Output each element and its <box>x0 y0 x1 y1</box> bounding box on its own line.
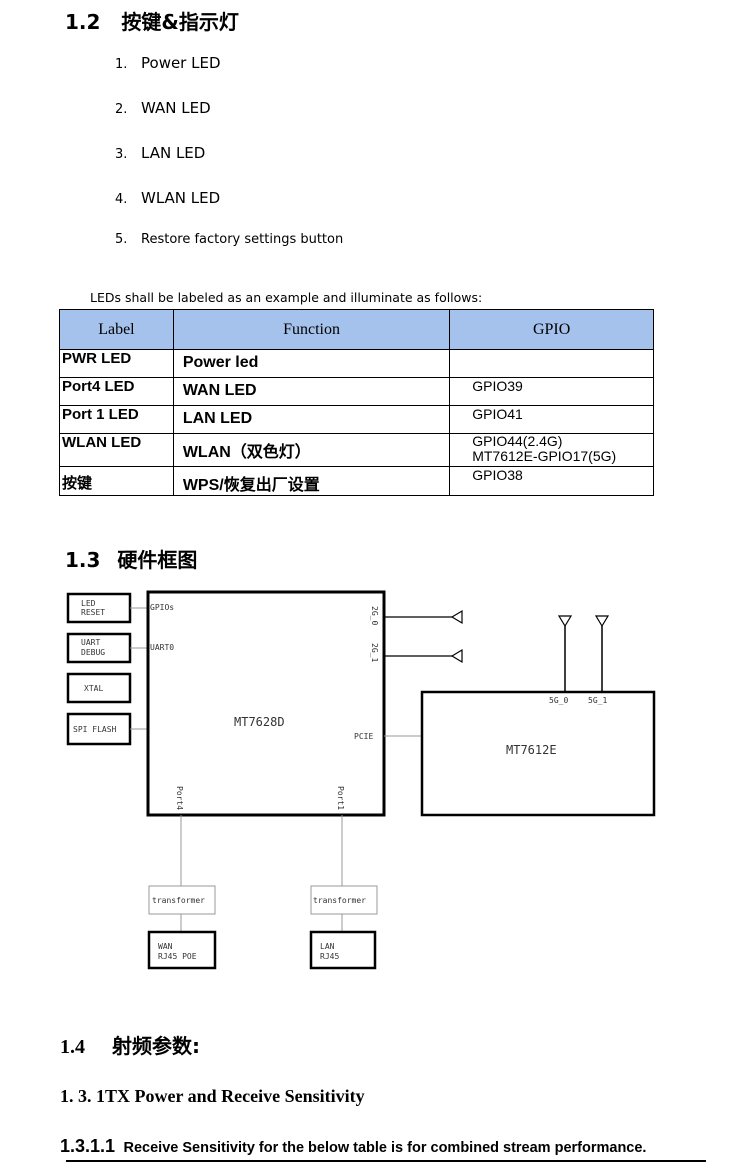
mt7628d-chip <box>146 590 386 817</box>
cell-label: 按键 <box>59 466 174 496</box>
lan-rj45-box <box>309 930 377 970</box>
antenna-2g1-icon <box>450 648 463 664</box>
cell-function: WLAN（双色灯） <box>172 433 451 467</box>
xtal-label: XTAL <box>84 684 103 693</box>
spi-flash-label: SPI FLASH <box>73 725 117 734</box>
cell-label: Port4 LED <box>59 377 174 406</box>
cell-function: WPS/恢复出厂设置 <box>172 466 451 496</box>
port4-label: Port4 <box>175 786 184 810</box>
table-row: 按键 WPS/恢复出厂设置 GPIO38 <box>59 466 654 496</box>
transformer-box <box>310 885 378 915</box>
rj45-label: RJ45 <box>320 952 339 961</box>
section-title: Receive Sensitivity for the below table … <box>123 1140 647 1156</box>
cell-gpio: GPIO44(2.4G) MT7612E-GPIO17(5G) <box>449 433 654 467</box>
section-1-3-1-1-heading: 1.3.1.1 Receive Sensitivity for the belo… <box>60 1136 646 1157</box>
cell-function: LAN LED <box>172 405 451 434</box>
cell-gpio: GPIO41 <box>449 405 654 434</box>
cell-label: WLAN LED <box>59 433 174 467</box>
cell-function: Power led <box>172 349 451 378</box>
section-title: 按键&指示灯 <box>121 10 239 34</box>
list-item: 2.WAN LED <box>115 99 211 117</box>
wan-rj45-box <box>147 930 217 970</box>
section-title: 射频参数: <box>112 1034 200 1058</box>
table-intro: LEDs shall be labeled as an example and … <box>90 290 483 305</box>
hardware-block-diagram: LED RESET UART DEBUG XTAL SPI FLASH GPIO… <box>66 590 656 970</box>
section-1-3-heading: 1.3 硬件框图 <box>65 544 197 573</box>
column-header: Function <box>172 309 451 350</box>
table-row: PWR LED Power led <box>59 349 654 378</box>
section-1-3-1-heading: 1. 3. 1TX Power and Receive Sensitivity <box>60 1086 365 1106</box>
debug-label: DEBUG <box>81 648 105 657</box>
reset-label: RESET <box>81 608 105 617</box>
mt7612e-chip <box>420 690 656 817</box>
antenna-5g0-icon <box>557 615 573 628</box>
list-item: 3.LAN LED <box>115 144 206 162</box>
led-label: LED <box>81 599 96 608</box>
section-1-2-heading: 1.2 按键&指示灯 <box>65 6 239 35</box>
rj45-poe-label: RJ45 POE <box>158 952 197 961</box>
antenna-2g0-icon <box>450 609 463 625</box>
wan-label: WAN <box>158 942 173 951</box>
cell-function: WAN LED <box>172 377 451 406</box>
gpios-label: GPIOs <box>150 603 174 612</box>
cell-label: Port 1 LED <box>59 405 174 434</box>
table-top-border <box>66 1160 706 1162</box>
section-number: 1.2 <box>65 10 101 34</box>
list-item: 4.WLAN LED <box>115 189 221 207</box>
list-item: 1.Power LED <box>115 54 221 72</box>
xtal-box <box>66 672 132 704</box>
section-1-4-heading: 1.4 射频参数: <box>60 1030 200 1059</box>
antenna-5g1-icon <box>594 615 610 628</box>
column-header: GPIO <box>449 309 654 350</box>
cell-gpio: GPIO38 <box>449 466 654 496</box>
section-number: 1.3.1.1 <box>60 1136 116 1156</box>
table-row: Port4 LED WAN LED GPIO39 <box>59 377 654 406</box>
table-header-row: Label Function GPIO <box>59 309 654 350</box>
mt7628d-label: MT7628D <box>234 715 285 729</box>
led-table: Label Function GPIO PWR LED Power led Po… <box>59 309 654 496</box>
5g0-label: 5G_0 <box>549 696 568 705</box>
uart-label: UART <box>81 638 100 647</box>
column-header: Label <box>59 309 174 350</box>
cell-gpio <box>449 349 654 378</box>
5g1-label: 5G_1 <box>588 696 607 705</box>
transformer-label: transformer <box>152 896 205 905</box>
cell-label: PWR LED <box>59 349 174 378</box>
uart0-label: UART0 <box>150 643 174 652</box>
cell-gpio: GPIO39 <box>449 377 654 406</box>
section-number: 1.3 <box>65 548 101 572</box>
transformer-box <box>148 885 216 915</box>
2g0-label: 2G_0 <box>370 606 379 625</box>
2g1-label: 2G_1 <box>370 643 379 662</box>
table-row: Port 1 LED LAN LED GPIO41 <box>59 405 654 434</box>
list-item: 5.Restore factory settings button <box>115 232 344 247</box>
lan-label: LAN <box>320 942 335 951</box>
section-number: 1.4 <box>60 1036 85 1058</box>
port1-label: Port1 <box>336 786 345 810</box>
pcie-label: PCIE <box>354 732 373 741</box>
mt7612e-label: MT7612E <box>506 743 557 757</box>
section-title: 硬件框图 <box>117 548 198 572</box>
transformer-label: transformer <box>313 896 366 905</box>
table-row: WLAN LED WLAN（双色灯） GPIO44(2.4G) MT7612E-… <box>59 433 654 467</box>
